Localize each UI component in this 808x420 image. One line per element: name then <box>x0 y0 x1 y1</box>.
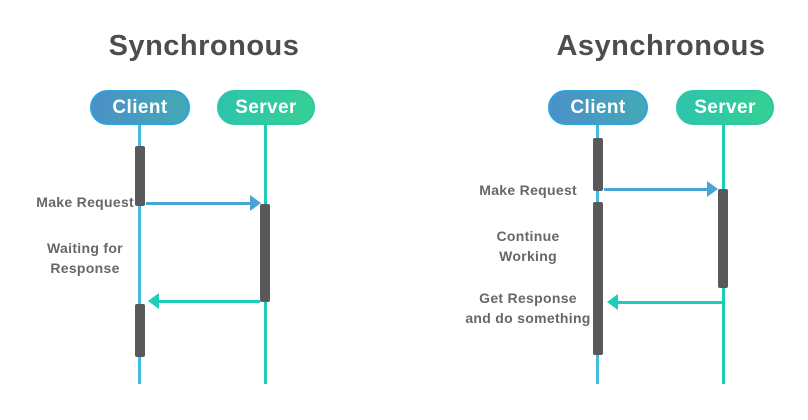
sync-client-label: Client <box>112 96 168 118</box>
sync-title: Synchronous <box>108 30 300 62</box>
sync-response-arrow-line <box>159 300 260 303</box>
async-make-request-label: Make Request <box>479 182 577 198</box>
async-continue-working-label: Continue Working <box>496 228 560 264</box>
sync-client-pill: Client <box>90 90 190 125</box>
sync-request-arrow-line <box>146 202 251 205</box>
async-client-label: Client <box>570 96 626 118</box>
async-server-pill: Server <box>676 90 774 125</box>
sync-make-request-label: Make Request <box>36 194 134 210</box>
sync-client-activation-bar-2 <box>135 304 145 357</box>
async-response-arrowhead <box>607 294 618 310</box>
async-server-activation-bar <box>718 189 728 288</box>
sync-request-arrowhead <box>250 195 261 211</box>
async-title: Asynchronous <box>556 30 766 62</box>
sync-server-pill: Server <box>217 90 315 125</box>
async-response-arrow-line <box>618 301 722 304</box>
async-client-activation-bar-1 <box>593 138 603 191</box>
sync-response-arrowhead <box>148 293 159 309</box>
sync-server-label: Server <box>235 96 297 118</box>
sync-server-activation-bar <box>260 204 270 302</box>
async-client-activation-bar-2 <box>593 202 603 355</box>
async-request-arrow-line <box>604 188 707 191</box>
sync-waiting-for-response-label: Waiting for Response <box>47 240 123 276</box>
async-get-response-label: Get Response and do something <box>465 290 591 326</box>
async-server-label: Server <box>694 96 756 118</box>
async-client-pill: Client <box>548 90 648 125</box>
sync-client-activation-bar-1 <box>135 146 145 206</box>
sync-client-lifeline <box>138 124 141 384</box>
async-request-arrowhead <box>707 181 718 197</box>
